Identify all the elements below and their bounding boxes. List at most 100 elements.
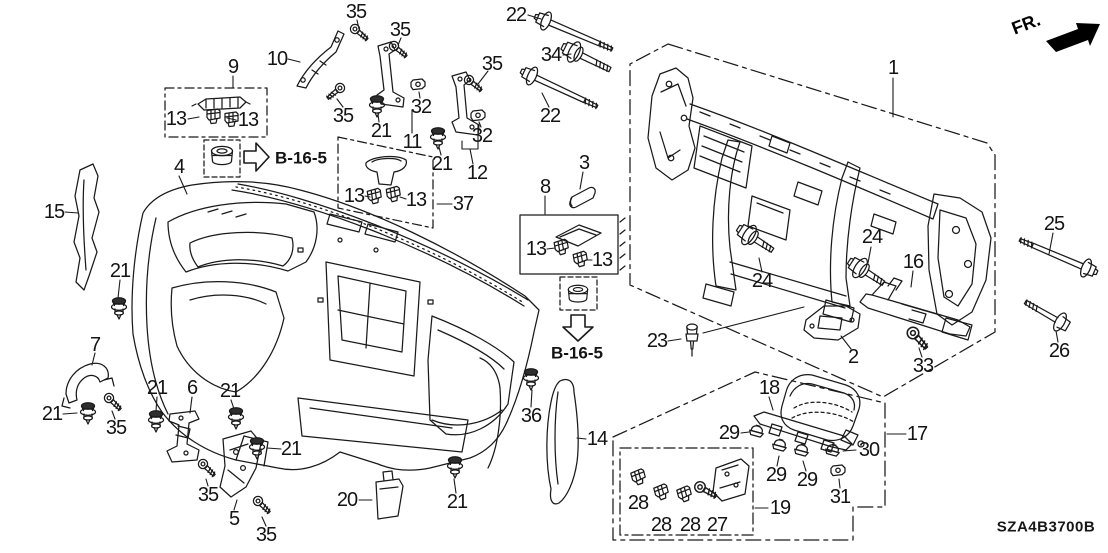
leader-lines (62, 14, 1059, 527)
callout-28-60: 28 (679, 514, 701, 536)
callout-28-58: 28 (627, 492, 649, 514)
callout-21-30: 21 (146, 377, 168, 399)
callout-21-28: 21 (41, 403, 63, 425)
callout-4-9: 4 (173, 156, 185, 178)
callout-35-14: 35 (481, 53, 503, 75)
part-8-lid (555, 224, 602, 247)
callout-35-1: 35 (389, 19, 411, 41)
part-10-bracket (296, 30, 345, 89)
callout-26-49: 26 (1048, 340, 1070, 362)
group-box-part37 (337, 136, 434, 229)
diagram-code: SZA4B3700B (996, 518, 1096, 536)
callout-23-41: 23 (646, 330, 668, 352)
part-1-steering-hanger-beam (647, 67, 992, 326)
callout-12-17: 12 (466, 162, 488, 184)
callout-37-20: 37 (452, 193, 474, 215)
callout-29-53: 29 (765, 464, 787, 486)
group-box-grommet-top (203, 139, 241, 178)
part-18-airbag-bracket (753, 411, 853, 453)
part-16-glovebox-frame (859, 277, 973, 341)
part-17-airbag-module (780, 374, 865, 448)
callout-27-61: 27 (706, 514, 728, 536)
callout-28-59: 28 (650, 514, 672, 536)
callout-17-50: 17 (906, 423, 928, 445)
callout-1-47: 1 (887, 57, 899, 79)
part-11-bracket (376, 41, 405, 108)
callout-33-43: 33 (912, 355, 934, 377)
grommet-mid (567, 284, 589, 303)
part-14-side-garnish (546, 378, 579, 505)
fr-direction-arrow (1046, 23, 1100, 52)
callout-29-54: 29 (796, 469, 818, 491)
part-2-center-bracket (803, 305, 861, 341)
clip-31 (830, 464, 846, 477)
callout-32-16: 32 (471, 125, 493, 147)
callout-11-12: 11 (402, 131, 423, 153)
callout-15-25: 15 (43, 201, 65, 223)
ref-arrow-down-icon (562, 314, 594, 342)
callout-35-36: 35 (255, 524, 277, 546)
callout-13-23: 13 (525, 238, 547, 260)
callout-35-10: 35 (332, 105, 354, 127)
callout-10-2: 10 (266, 48, 288, 70)
ref-label-0: B-16-5 (275, 148, 327, 168)
part-15-side-trim (73, 163, 100, 291)
callout-30-55: 30 (858, 439, 880, 461)
callout-24-45: 24 (751, 270, 773, 292)
ref-label-1: B-16-5 (551, 343, 603, 363)
part-20-plate (375, 470, 404, 520)
callout-24-46: 24 (861, 226, 883, 248)
callout-8-22: 8 (539, 176, 551, 198)
callout-35-32: 35 (197, 484, 219, 506)
group-box-part17 (612, 371, 886, 541)
callout-16-44: 16 (902, 251, 924, 273)
callout-13-18: 13 (343, 185, 365, 207)
callout-35-29: 35 (105, 417, 127, 439)
bolt-25 (1015, 230, 1102, 283)
part-37-vent (365, 155, 408, 186)
callout-14-40: 14 (586, 428, 608, 450)
part-6-bracket (166, 410, 200, 463)
screw-33 (904, 324, 932, 353)
bolt-24-right (842, 251, 891, 294)
part-19-bracket (712, 458, 750, 502)
callout-6-31: 6 (186, 377, 198, 399)
callout-2-42: 2 (847, 346, 859, 368)
callout-7-27: 7 (89, 334, 101, 356)
group-box-part8 (519, 214, 626, 275)
grommet-top (210, 145, 234, 166)
callout-36-39: 36 (520, 405, 542, 427)
callout-25-48: 25 (1043, 213, 1065, 235)
callout-13-24: 13 (591, 249, 613, 271)
callout-29-52: 29 (718, 422, 740, 444)
ref-arrow-right-icon (243, 142, 270, 172)
part-9-vent (191, 96, 251, 111)
callout-13-7: 13 (165, 108, 187, 130)
callout-31-56: 31 (829, 486, 851, 508)
clip-36 (522, 368, 540, 391)
callout-20-37: 20 (336, 489, 358, 511)
group-box-part9 (164, 87, 268, 138)
callout-21-26: 21 (109, 260, 131, 282)
part-7-bracket (61, 362, 115, 409)
callout-35-0: 35 (345, 1, 367, 23)
callout-21-38: 21 (446, 491, 468, 513)
callout-13-19: 13 (405, 189, 427, 211)
callout-13-8: 13 (237, 109, 259, 131)
callout-9-6: 9 (227, 56, 239, 78)
part-3-cylinder (569, 186, 596, 209)
part-23-sensor (685, 323, 699, 357)
clip-29-group (748, 423, 811, 458)
callout-19-57: 19 (769, 497, 791, 519)
callout-21-35: 21 (280, 438, 302, 460)
clip-21-group (79, 95, 464, 479)
part-4-instrument-panel (131, 180, 540, 471)
callout-5-34: 5 (228, 508, 240, 530)
group-box-part1 (629, 43, 996, 398)
callout-21-15: 21 (431, 153, 453, 175)
callout-21-33: 21 (219, 380, 241, 402)
callout-22-5: 22 (539, 105, 561, 127)
callout-22-3: 22 (505, 4, 527, 26)
bolt-26 (1019, 292, 1074, 336)
